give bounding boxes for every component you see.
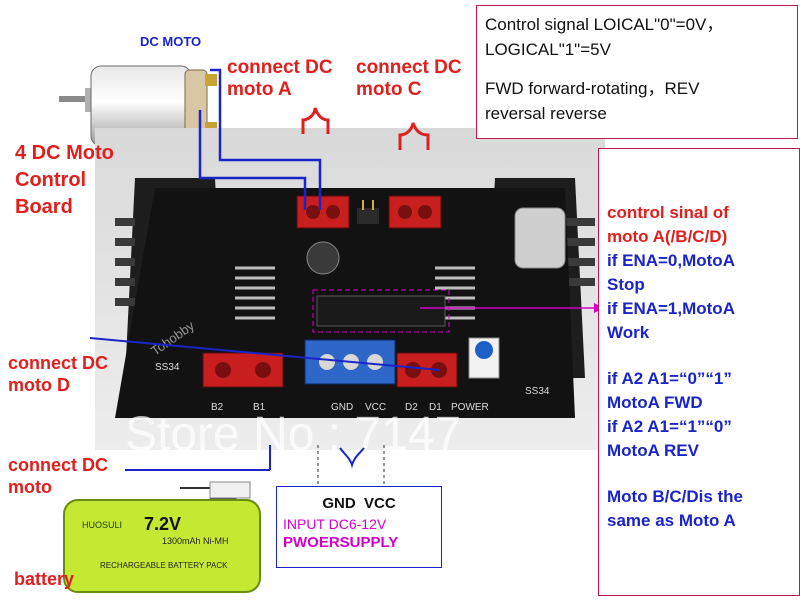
watermark-big: Store No : 7147	[125, 408, 461, 450]
control-line: if ENA=1,MotoA	[607, 299, 735, 318]
board-term-vcc: VCC	[365, 402, 386, 413]
control-line: same as Moto A	[607, 511, 736, 530]
control-line: Work	[607, 323, 650, 342]
power-pins: GND VCC	[322, 495, 396, 512]
control-line: if A2 A1=“0”“1”	[607, 369, 732, 388]
signal-line-4: reversal reverse	[485, 104, 607, 123]
power-supply-label: PWOERSUPPLY	[283, 534, 399, 551]
control-line: MotoA REV	[607, 441, 699, 460]
power-supply-box: GND VCC INPUT DC6-12V PWOERSUPPLY	[276, 486, 442, 568]
control-line: Moto B/C/Dis the	[607, 487, 743, 506]
board-chip-label-left: SS34	[155, 362, 180, 373]
signal-line-2: LOGICAL"1"=5V	[485, 40, 611, 59]
battery-spec: 1300mAh Ni-MH	[162, 536, 229, 546]
battery-voltage: 7.2V	[144, 514, 181, 534]
board-term-d2: D2	[405, 402, 418, 413]
board-chip-label-right: SS34	[525, 386, 550, 397]
control-heading-2: moto A(/B/C/D)	[607, 227, 728, 246]
control-line: if ENA=0,MotoA	[607, 251, 735, 270]
signal-line-1: Control signal LOICAL"0"=0V，	[485, 15, 724, 34]
motor-control-board-image: SS34 SS34 B2 B1 GND VCC D2 D1 POWER Toho…	[95, 128, 605, 450]
battery-image: HUOSULI 7.2V 1300mAh Ni-MH RECHARGEABLE …	[63, 481, 261, 593]
power-input: INPUT DC6-12V	[283, 516, 387, 532]
control-heading-1: control sinal of	[607, 203, 729, 222]
control-signal-box: Control signal LOICAL"0"=0V， LOGICAL"1"=…	[476, 5, 798, 139]
board-term-gnd: GND	[331, 402, 353, 413]
label-battery: battery	[14, 569, 75, 589]
motor-title: DC MOTO	[140, 34, 202, 49]
signal-line-3: FWD forward-rotating，REV	[485, 79, 700, 98]
board-term-power: POWER	[451, 402, 489, 413]
board-term-d1: D1	[429, 402, 442, 413]
battery-pack-text: RECHARGEABLE BATTERY PACK	[100, 561, 228, 570]
control-line: if A2 A1=“1”“0”	[607, 417, 732, 436]
control-line: Stop	[607, 275, 645, 294]
control-line: MotoA FWD	[607, 393, 703, 412]
battery-brand: HUOSULI	[82, 520, 122, 530]
board-term-b1: B1	[253, 402, 266, 413]
control-description-box: control sinal of moto A(/B/C/D) if ENA=0…	[598, 148, 800, 596]
board-term-b2: B2	[211, 402, 224, 413]
